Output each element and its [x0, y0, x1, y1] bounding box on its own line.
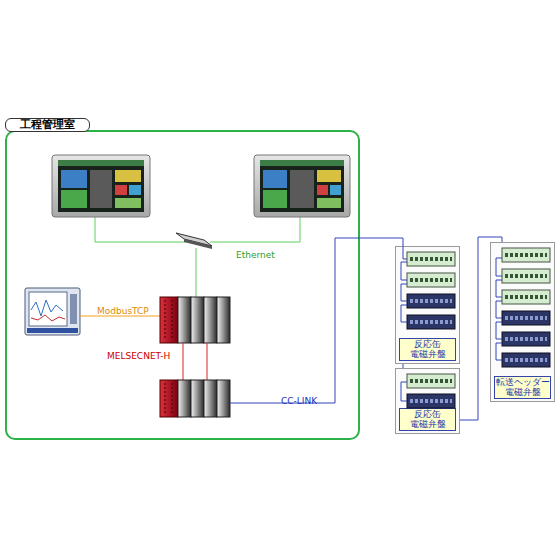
screen-panel: [115, 170, 141, 182]
ethernet-wire: [95, 217, 186, 242]
valve-panel: 反応缶 電磁弁盤: [395, 368, 460, 434]
screen-panel: [115, 198, 141, 208]
melsecnet-wire: [207, 343, 208, 380]
valve-panel: 転送ヘッダー 電磁弁盤: [490, 242, 555, 402]
panel-label: 転送ヘッダー 電磁弁盤: [494, 376, 551, 399]
screen-titlebar: [58, 160, 144, 166]
plc-io-module: [178, 380, 191, 417]
screen-panel: [129, 185, 141, 195]
monitor-bezel: [254, 155, 350, 217]
screen-panel: [290, 170, 314, 208]
plc-io-module: [191, 380, 204, 417]
screen-panel: [90, 170, 112, 208]
network-label: Ethernet: [236, 250, 275, 260]
room-title: 工程管理室: [5, 118, 90, 132]
panel-label: 反応缶 電磁弁盤: [399, 408, 456, 431]
panel-label: 反応缶 電磁弁盤: [399, 338, 456, 361]
plc-cpu-module: [160, 380, 178, 417]
plc-io-module: [191, 297, 204, 343]
recorder-trace: [31, 315, 65, 321]
network-label: CC-LINK: [281, 396, 317, 406]
plc-io-module: [178, 297, 191, 343]
monitor-bezel: [52, 155, 150, 217]
screen-panel: [263, 190, 287, 208]
plc-cpu-module: [160, 297, 178, 343]
monitor-screen: [260, 160, 344, 212]
network-label: MELSECNET-H: [107, 351, 170, 361]
screen-panel: [115, 185, 127, 195]
plc-io-module: [217, 297, 230, 343]
screen-panel: [263, 170, 287, 188]
recorder-device: [25, 288, 80, 335]
network-label: ModbusTCP: [97, 306, 149, 316]
ethernet-hub: [184, 239, 212, 249]
plc-io-module: [204, 297, 217, 343]
ethernet-wire: [196, 248, 197, 297]
melsecnet-wire: [183, 343, 184, 380]
screen-panel: [317, 198, 341, 208]
plc-detail: [172, 300, 173, 340]
room-boundary: 工程管理室: [5, 130, 360, 440]
screen-titlebar: [260, 160, 344, 166]
plc-io-module: [217, 380, 230, 417]
recorder-screen: [29, 292, 67, 326]
monitor-screen: [58, 160, 144, 212]
plc-detail: [165, 383, 166, 414]
plc-detail: [172, 383, 173, 414]
screen-panel: [61, 190, 87, 208]
screen-panel: [317, 170, 341, 182]
ethernet-wire: [210, 217, 300, 242]
recorder-base: [27, 328, 78, 333]
plc-detail: [165, 300, 166, 340]
screen-panel: [61, 170, 87, 188]
recorder-keys: [70, 294, 77, 324]
plc-io-module: [204, 380, 217, 417]
screen-panel: [317, 185, 328, 195]
screen-panel: [330, 185, 341, 195]
ethernet-hub: [176, 233, 212, 246]
recorder-trace: [31, 300, 63, 316]
valve-panel: 反応缶 電磁弁盤: [395, 246, 460, 364]
cclink-wire: [230, 238, 407, 403]
